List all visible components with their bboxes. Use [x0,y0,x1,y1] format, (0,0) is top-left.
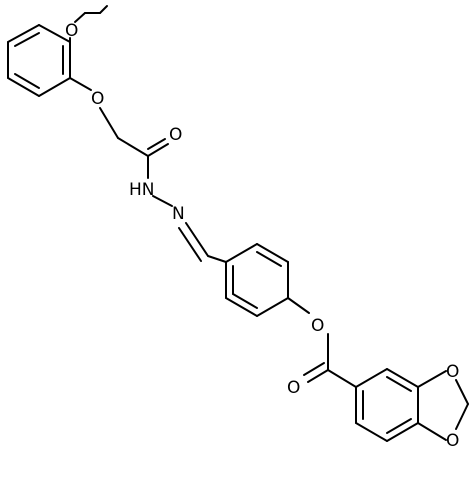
bond-ring2-d [256,297,289,317]
atom-o-ethoxy: O [65,21,78,41]
bond-ring3-e [355,422,388,442]
bond-co-ester-1 [307,369,329,383]
bond-ring3-d [386,422,419,442]
bond-ring3-inner-2 [386,418,412,434]
atom-o-carbonyl-amide: O [169,125,182,145]
bond-ethyl-o [74,12,86,23]
bond-ch-ring2 [207,255,227,263]
bond-ring3-b [386,368,419,388]
atom-o-ester: O [311,316,324,336]
bond-dioxole-4 [455,403,469,430]
bond-co-ester-2 [303,362,325,376]
bond-ether-o-ch2 [99,107,119,139]
bond-dioxole-2 [417,422,447,441]
bond-ring1-b [7,24,40,43]
atom-n-imine: N [172,204,185,224]
atom-o-carbonyl-ester: O [287,378,300,398]
atom-labels: O O O HN N O O O O [65,21,459,451]
bond-ring1-d [7,77,40,97]
bond-ring3-a [355,368,388,388]
bond-ring2-e [225,297,258,317]
bond-ethyl-ch3 [99,5,108,14]
bond-ring2-a [225,243,258,263]
bond-dioxole-3 [455,379,469,405]
bond-ch2-carbonyl [117,137,149,157]
bond-ring1-inner-2 [14,73,40,89]
bond-n-ch-2 [178,227,202,262]
bond-ring2-ester-o [287,297,310,314]
atom-nh: HN [129,180,155,200]
bond-co-amide-2 [147,138,166,150]
bond-ring2-inner-1 [256,251,282,267]
bond-ring-ether-o [69,77,92,91]
atom-o-ether: O [91,89,104,109]
bond-ring2-inner-2 [232,293,258,309]
bond-ring1-e [38,77,71,97]
bond-ring2-b [256,243,289,263]
atom-o-dioxole-bottom: O [446,431,459,451]
atom-o-dioxole-top: O [446,362,459,382]
bond-ring3-inner-1 [386,376,412,392]
bond-n-ch-1 [185,222,209,257]
bonds [7,5,469,442]
bond-ring1-a [38,24,71,43]
bond-ring1-inner-1 [14,32,40,47]
bond-co-amide-1 [147,143,169,157]
bond-dioxole-1 [417,370,447,388]
bond-c-ring3 [327,369,357,388]
bond-nh-n [152,195,173,207]
